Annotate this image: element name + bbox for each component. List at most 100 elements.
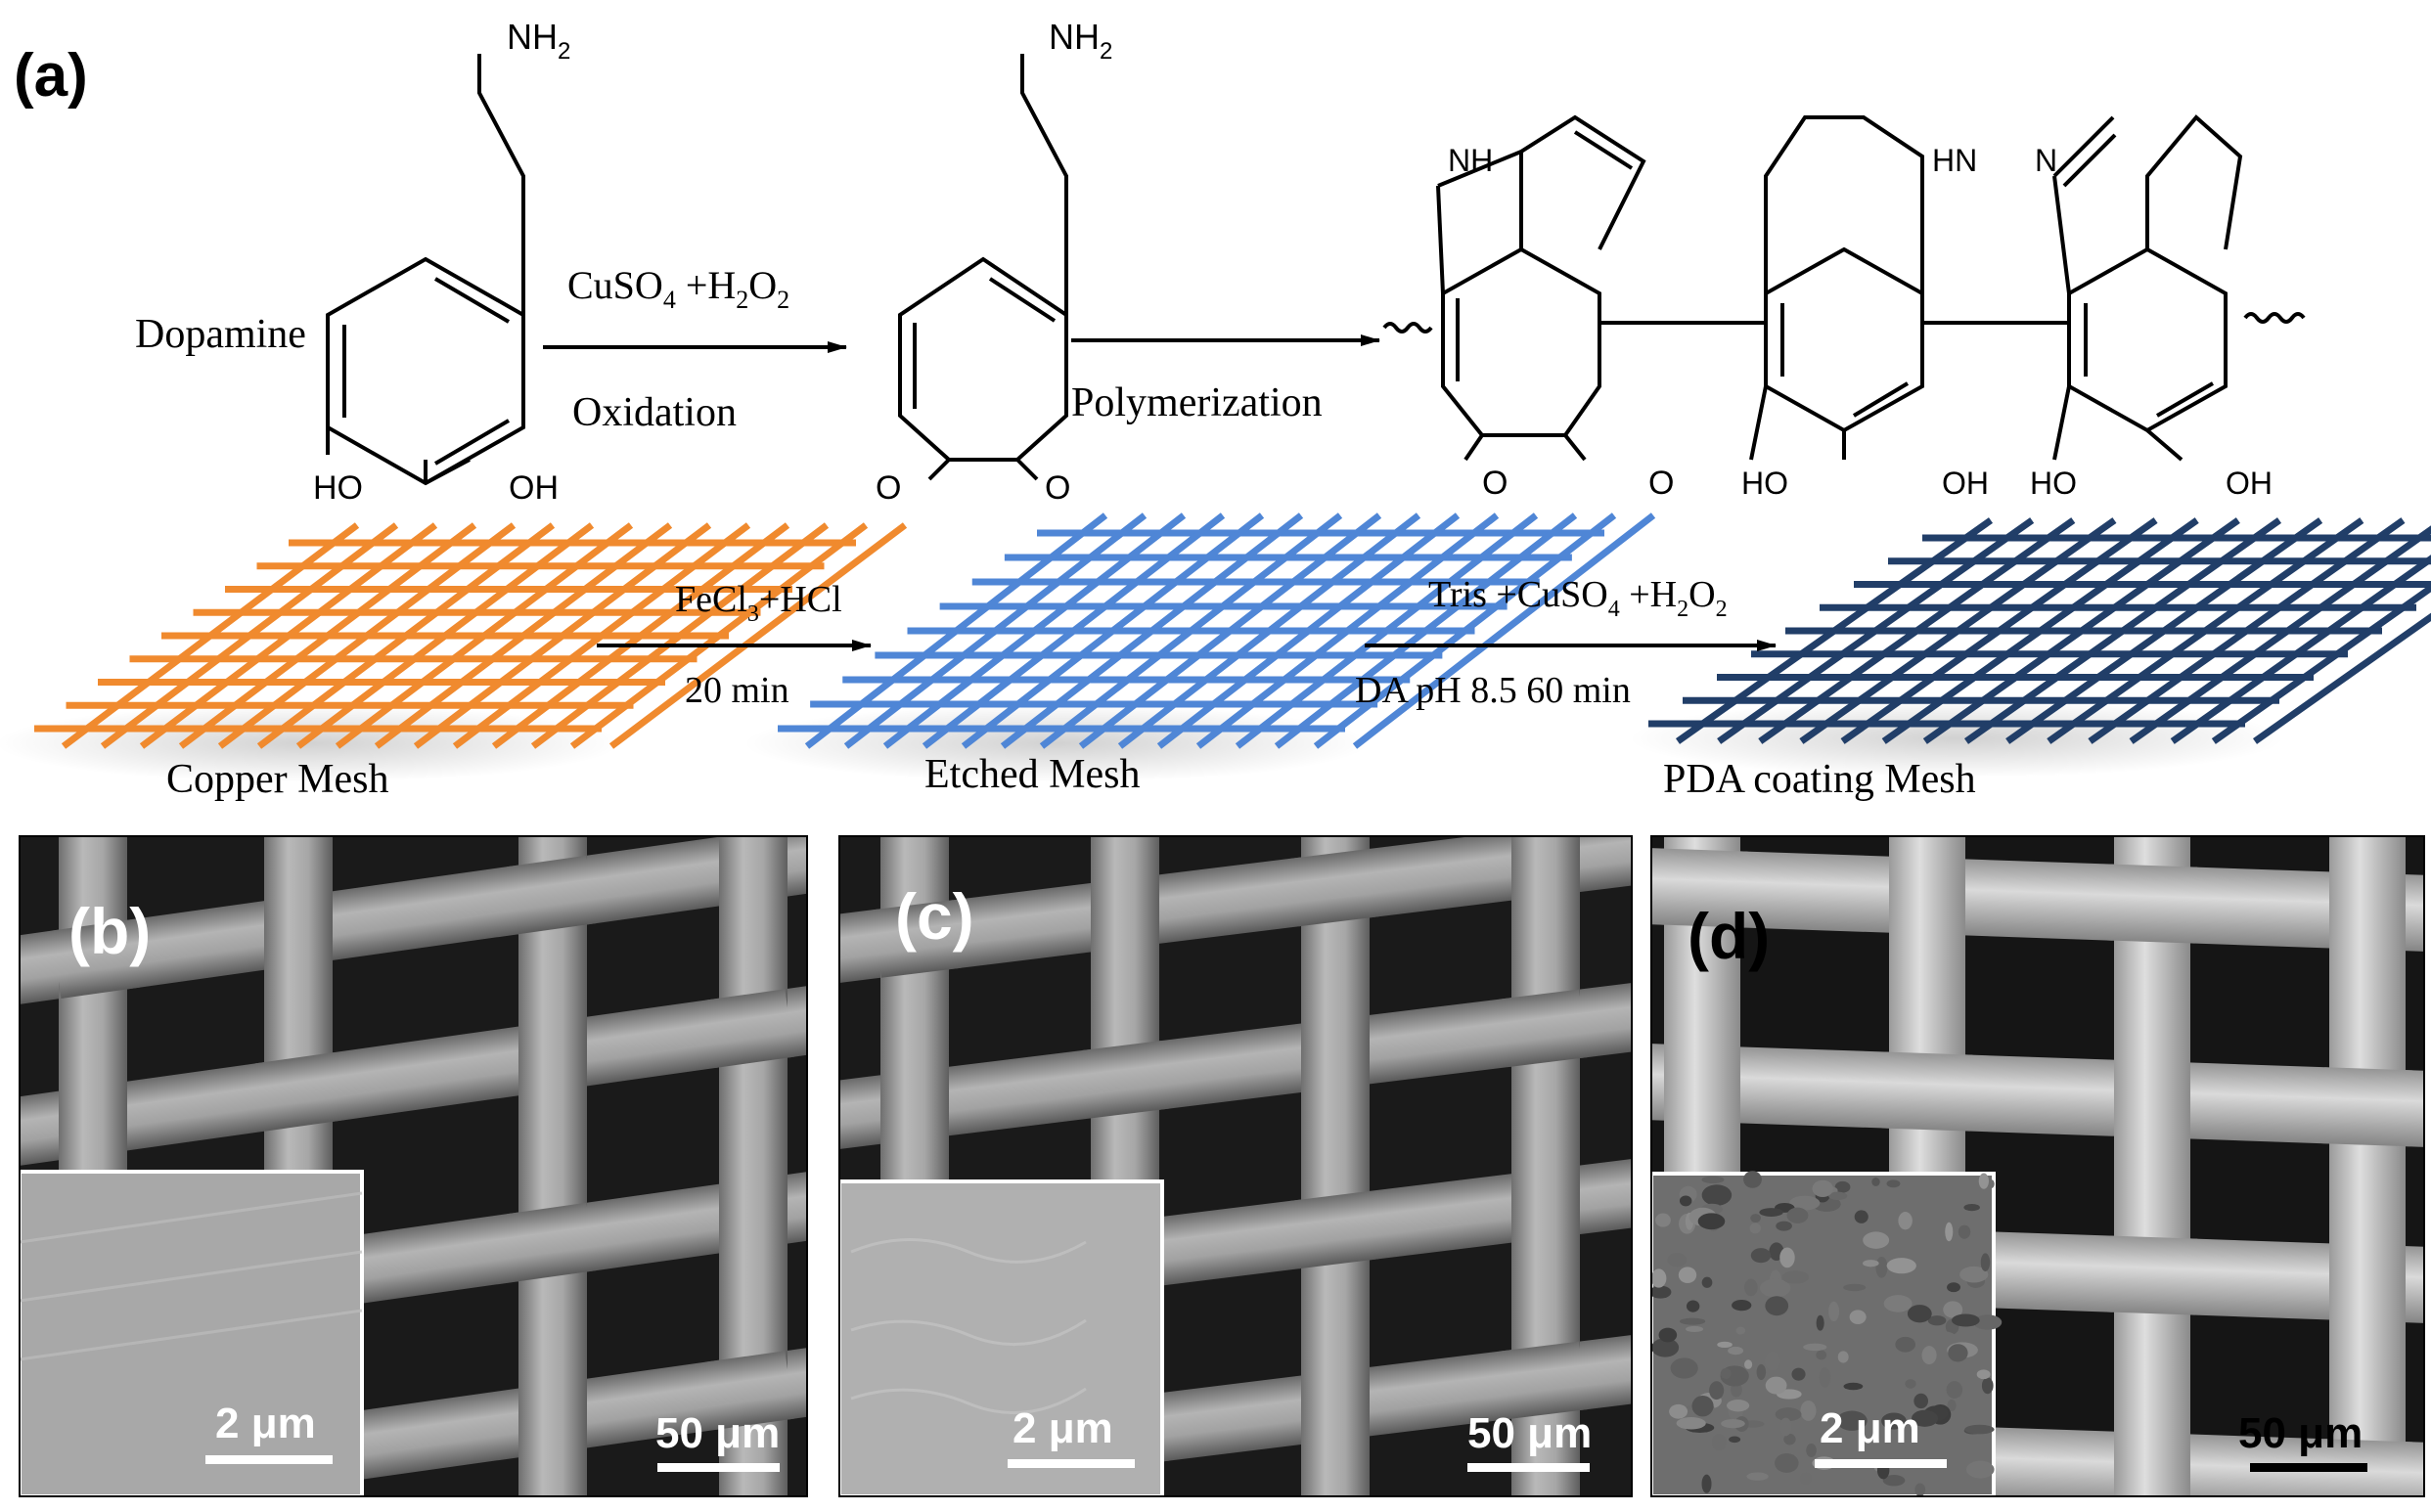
inset-grain [1750, 1214, 1762, 1223]
fiber-crossing [2321, 1067, 2413, 1147]
pda-coated-mesh [1629, 517, 2431, 778]
inset-grain [1905, 1379, 1916, 1389]
inset-grain [1781, 1270, 1810, 1284]
dopaquinone-structure [898, 54, 1068, 481]
fiber-crossing [705, 1351, 795, 1431]
etching-time: 20 min [685, 670, 789, 711]
inset-grain [1976, 1369, 1991, 1380]
scale-bar-d-main [2250, 1463, 2367, 1472]
inset-grain [1843, 1283, 1867, 1292]
fiber-crossing [705, 989, 795, 1069]
inset-grain [1863, 1231, 1890, 1249]
inset-grain [1779, 1247, 1795, 1268]
pda-nh-label: NH [1448, 143, 1493, 178]
inset-grain [1667, 1252, 1688, 1267]
scale-label-d-main: 50 μm [2238, 1409, 2363, 1457]
inset-grain [1947, 1400, 1957, 1411]
inset-grain [1759, 1208, 1783, 1217]
oxidation-label: Oxidation [572, 390, 737, 435]
inset-grain [1964, 1424, 1995, 1435]
fiber-horizontal [1651, 1043, 2424, 1148]
dopamine-structure [326, 54, 525, 486]
inset-grain [1959, 1266, 1989, 1283]
inset-grain [1670, 1357, 1698, 1379]
pda-mesh-label: PDA coating Mesh [1663, 757, 1976, 802]
inset-grain [1948, 1344, 1968, 1362]
inset-grain [1686, 1325, 1704, 1333]
copper-mesh [0, 522, 908, 782]
inset-grain [1806, 1444, 1817, 1457]
inset-grain [1776, 1221, 1792, 1231]
scale-bar-d-inset [1815, 1459, 1947, 1468]
inset-grain [1886, 1258, 1916, 1274]
inset-grain [1717, 1341, 1733, 1349]
inset-grain [1701, 1184, 1733, 1206]
inset-grain [1980, 1253, 1991, 1271]
inset-grain [1945, 1222, 1954, 1242]
inset-grain [1914, 1483, 1926, 1496]
inset-grain [1680, 1317, 1706, 1325]
coating-conditions: DA pH 8.5 60 min [1355, 670, 1631, 711]
scale-bar-c-inset [1008, 1459, 1135, 1468]
fiber-horizontal [839, 980, 1632, 1152]
fiber-vertical [2114, 836, 2190, 1496]
inset-grain [1750, 1248, 1772, 1264]
fiber-horizontal [839, 836, 1632, 986]
inset-grain [1709, 1381, 1725, 1401]
fiber-crossing [1290, 848, 1379, 927]
pda-oh-1: OH [1942, 466, 1989, 501]
fiber-vertical [518, 836, 587, 1496]
fiber-crossing [2321, 1439, 2413, 1496]
inset-grain [1679, 1195, 1692, 1207]
inset-grain [1834, 1180, 1851, 1193]
panel-label-a: (a) [14, 42, 88, 110]
inset-grain [1819, 1367, 1831, 1388]
inset-grain [1729, 1436, 1741, 1444]
inset-grain [1898, 1212, 1913, 1230]
scale-label-c-main: 50 μm [1467, 1409, 1592, 1457]
inset-grain [1743, 1171, 1762, 1188]
dopaquinone-nh2-label: NH2 [1049, 17, 1112, 65]
inset-grain [1697, 1213, 1726, 1230]
scale-label-d-inset: 2 μm [1820, 1404, 1920, 1452]
dopaquinone-o-right: O [1045, 469, 1070, 507]
inset-grain [1691, 1395, 1714, 1417]
inset-grain [1854, 1210, 1868, 1223]
inset-grain [1803, 1343, 1827, 1352]
inset-grain [1765, 1296, 1789, 1316]
inset-grain [1678, 1267, 1697, 1284]
fiber-crossing [1881, 1051, 1973, 1132]
fiber-horizontal [20, 836, 807, 1007]
inset-grain [1903, 1236, 1919, 1254]
fiber-crossing [507, 1202, 597, 1282]
inset-grain [1749, 1223, 1761, 1234]
inset-grain [1789, 1195, 1821, 1211]
inset-grain [1965, 1460, 1995, 1479]
inset-grain [1732, 1300, 1752, 1312]
panel-label-d: (d) [1688, 900, 1770, 972]
inset-grain [1701, 1176, 1725, 1183]
fiber-crossing [873, 900, 962, 978]
fiber-horizontal [20, 983, 807, 1169]
dopaquinone-o-left: O [876, 469, 901, 507]
coating-reagent: Tris +CuSO4 +H2O2 [1428, 574, 1728, 622]
inset-grain [1744, 1278, 1758, 1297]
inset-grain [1727, 1400, 1750, 1412]
inset-grain [1843, 1382, 1864, 1391]
inset-grain [1816, 1350, 1827, 1360]
inset-grain [1728, 1346, 1744, 1356]
etched-mesh-label: Etched Mesh [924, 752, 1140, 797]
inset-grain [1676, 1417, 1706, 1430]
fiber-crossing [2106, 864, 2198, 944]
pda-o-right: O [1648, 465, 1674, 502]
sem-panel-d [1651, 836, 2424, 1496]
dopamine-substituents [326, 427, 471, 485]
inset-grain [1943, 1301, 1963, 1318]
inset-grain [1828, 1301, 1840, 1322]
pda-o-left: O [1482, 465, 1508, 502]
dopamine-ho-label: HO [313, 469, 363, 507]
inset-grain [1871, 1178, 1880, 1186]
sem-inset-c [839, 1179, 1164, 1496]
fiber-crossing [1499, 989, 1588, 1068]
inset-grain [1978, 1173, 1990, 1189]
